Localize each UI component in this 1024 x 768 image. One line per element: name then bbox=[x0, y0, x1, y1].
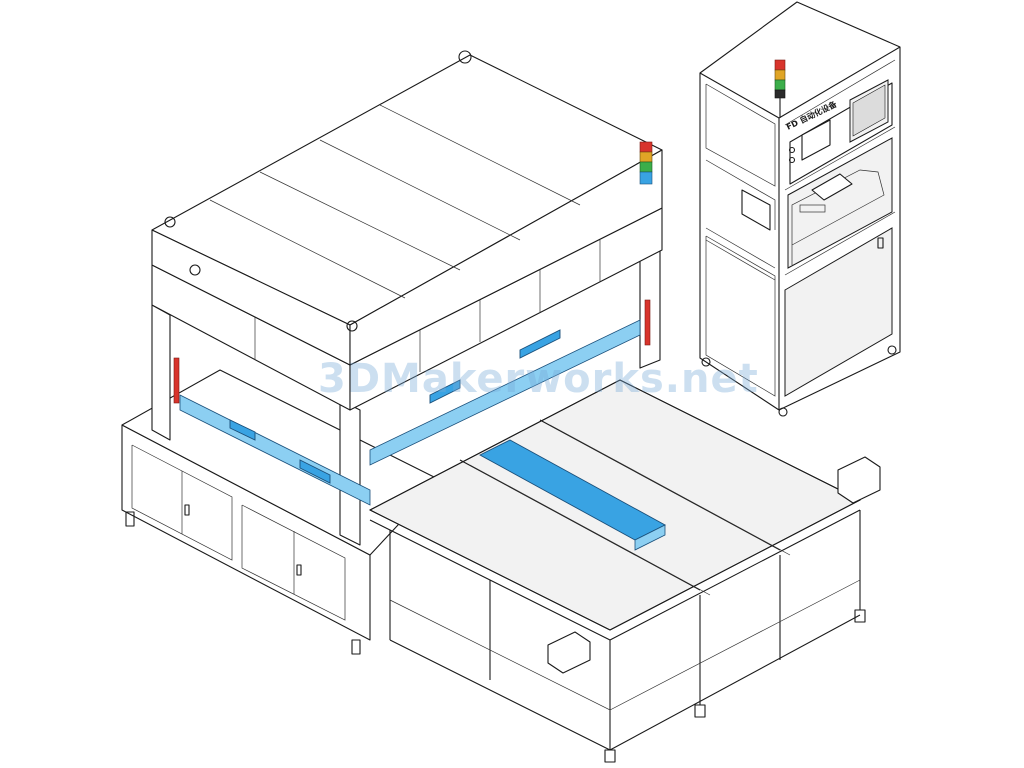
conveyor-frame bbox=[368, 379, 881, 763]
caster-wheel-icon bbox=[701, 345, 897, 417]
cabinet-door-handle-icon bbox=[296, 564, 302, 576]
touchscreen-icon bbox=[849, 79, 889, 143]
leveling-foot-icon bbox=[125, 511, 361, 655]
signal-tower-icon bbox=[774, 59, 786, 118]
control-cabinet: FD 自动化设备 bbox=[699, 1, 901, 417]
cabinet-door-handle-icon bbox=[184, 504, 190, 516]
leveling-foot-icon bbox=[604, 609, 866, 763]
cabinet-door-handle-icon bbox=[877, 237, 884, 249]
press-machine bbox=[121, 50, 663, 655]
signal-tower-icon bbox=[639, 141, 653, 185]
